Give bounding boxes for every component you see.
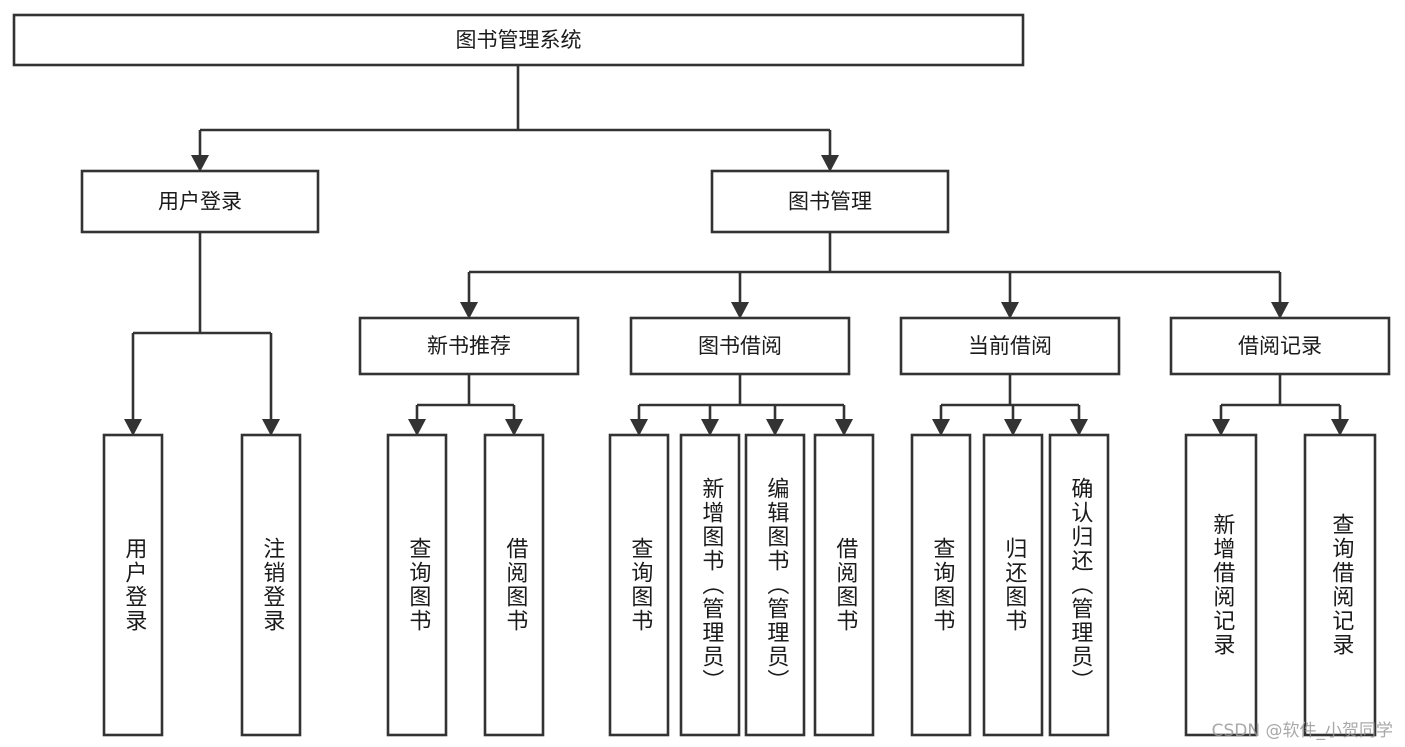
node-box-leaf-borrow-book[interactable] (813, 433, 875, 737)
node-box-leaf-add-book-admin[interactable] (679, 433, 741, 737)
connector-bus-book-borrow (639, 374, 844, 407)
node-box-user-login[interactable] (80, 169, 320, 234)
arrow-to-leaf-query-borrow-record (1331, 405, 1349, 436)
node-box-leaf-return-book[interactable] (982, 433, 1044, 737)
node-box-leaf-confirm-return-admin[interactable] (1048, 433, 1110, 737)
arrow-to-new-book-recommend (460, 272, 478, 319)
node-box-leaf-query-book-recommend[interactable] (386, 433, 448, 737)
node-box-current-borrow[interactable] (899, 316, 1121, 376)
arrow-to-book-management (821, 130, 839, 172)
node-box-leaf-query-borrow-record[interactable] (1303, 433, 1377, 737)
arrow-to-current-borrow (1001, 272, 1019, 319)
arrow-to-leaf-logout (262, 333, 280, 436)
node-box-leaf-edit-book-admin[interactable] (744, 433, 806, 737)
connector-bus-user-login (133, 232, 271, 335)
connector-bus-current-borrow (941, 374, 1079, 407)
connector-bus-borrow-record (1221, 374, 1340, 407)
arrow-to-leaf-confirm-return-admin (1070, 405, 1088, 436)
arrow-to-leaf-query-book-borrow (630, 405, 648, 436)
arrow-to-user-login (191, 130, 209, 172)
connector-bus-new-book-recommend (417, 374, 514, 407)
arrow-to-leaf-add-book-admin (701, 405, 719, 436)
connector-bus-root (200, 65, 830, 132)
arrow-to-leaf-borrow-book-recommend (505, 405, 523, 436)
node-box-book-borrow[interactable] (629, 316, 851, 376)
connector-bus-book-management (469, 232, 1280, 274)
boxes-layer (12, 13, 1391, 737)
arrow-to-leaf-return-book (1004, 405, 1022, 436)
arrow-to-leaf-borrow-book (835, 405, 853, 436)
arrow-to-leaf-query-book-current (932, 405, 950, 436)
connectors-layer (124, 65, 1349, 436)
node-label-borrow-record: 借阅记录 (1238, 334, 1322, 358)
node-box-new-book-recommend[interactable] (358, 316, 580, 376)
arrow-to-book-borrow (731, 272, 749, 319)
node-box-borrow-record[interactable] (1169, 316, 1391, 376)
node-box-leaf-add-borrow-record[interactable] (1184, 433, 1258, 737)
arrow-to-borrow-record (1271, 272, 1289, 319)
node-label-root: 图书管理系统 (456, 28, 582, 52)
arrow-to-leaf-add-borrow-record (1212, 405, 1230, 436)
node-label-book-borrow: 图书借阅 (698, 334, 782, 358)
arrow-to-leaf-user-login (124, 333, 142, 436)
node-label-new-book-recommend: 新书推荐 (427, 334, 511, 358)
node-label-book-management: 图书管理 (788, 190, 872, 214)
node-label-user-login: 用户登录 (158, 190, 242, 214)
node-box-leaf-query-book-borrow[interactable] (608, 433, 670, 737)
node-box-book-management[interactable] (710, 169, 950, 234)
arrow-to-leaf-edit-book-admin (766, 405, 784, 436)
node-label-current-borrow: 当前借阅 (968, 334, 1052, 358)
arrow-to-leaf-query-book-recommend (408, 405, 426, 436)
node-box-leaf-borrow-book-recommend[interactable] (483, 433, 545, 737)
node-box-root[interactable] (12, 13, 1025, 67)
node-box-leaf-query-book-current[interactable] (910, 433, 972, 737)
node-box-leaf-user-login[interactable] (102, 433, 164, 737)
node-box-leaf-logout[interactable] (240, 433, 302, 737)
